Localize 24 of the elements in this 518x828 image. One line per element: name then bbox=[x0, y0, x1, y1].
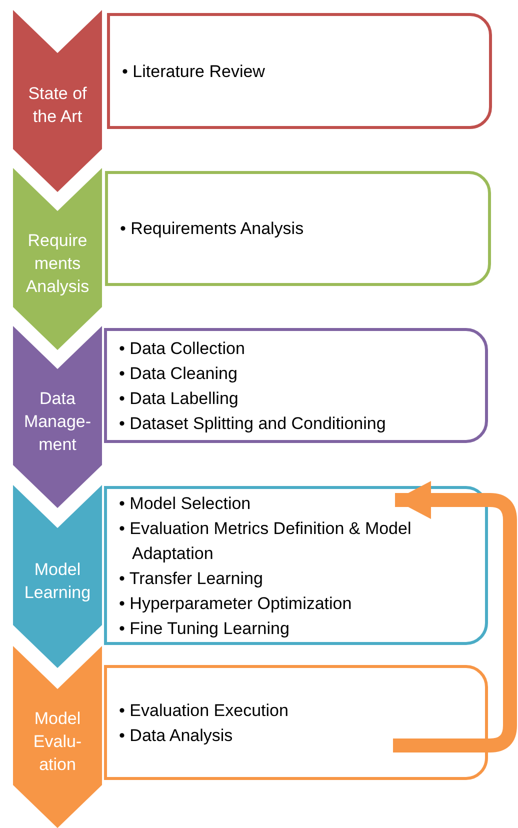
list-item: • Requirements Analysis bbox=[120, 218, 305, 240]
list-item: • Dataset Splitting and Conditioning bbox=[119, 412, 387, 434]
list-item: • Data Analysis bbox=[119, 724, 234, 746]
stage-label: State of the Art bbox=[27, 83, 88, 128]
list-item: • Data Collection bbox=[119, 338, 246, 360]
content-box bbox=[105, 171, 491, 286]
stage-label: Data Manage- ment bbox=[22, 388, 92, 456]
list-item: • Evaluation Execution bbox=[119, 700, 290, 722]
list-item: • Model Selection bbox=[119, 492, 252, 514]
content-box bbox=[104, 486, 488, 645]
content-box bbox=[104, 665, 488, 780]
content-box bbox=[104, 328, 488, 443]
content-box bbox=[107, 13, 492, 129]
list-item: • Evaluation Metrics Definition & Model Adaptation bbox=[119, 518, 412, 564]
stage-label: Require ments Analysis bbox=[24, 230, 90, 298]
list-item: • Transfer Learning bbox=[119, 568, 264, 590]
list-item: • Fine Tuning Learning bbox=[119, 618, 290, 640]
stage-label: Model Learning bbox=[23, 558, 92, 604]
feedback-arrow bbox=[393, 481, 517, 752]
list-item: • Data Cleaning bbox=[119, 362, 238, 384]
list-item: • Data Labelling bbox=[119, 388, 240, 410]
list-item: • Literature Review bbox=[122, 60, 266, 82]
list-item: • Hyperparameter Optimization bbox=[119, 592, 353, 614]
stage-label: Model Evalu- ation bbox=[32, 708, 83, 776]
